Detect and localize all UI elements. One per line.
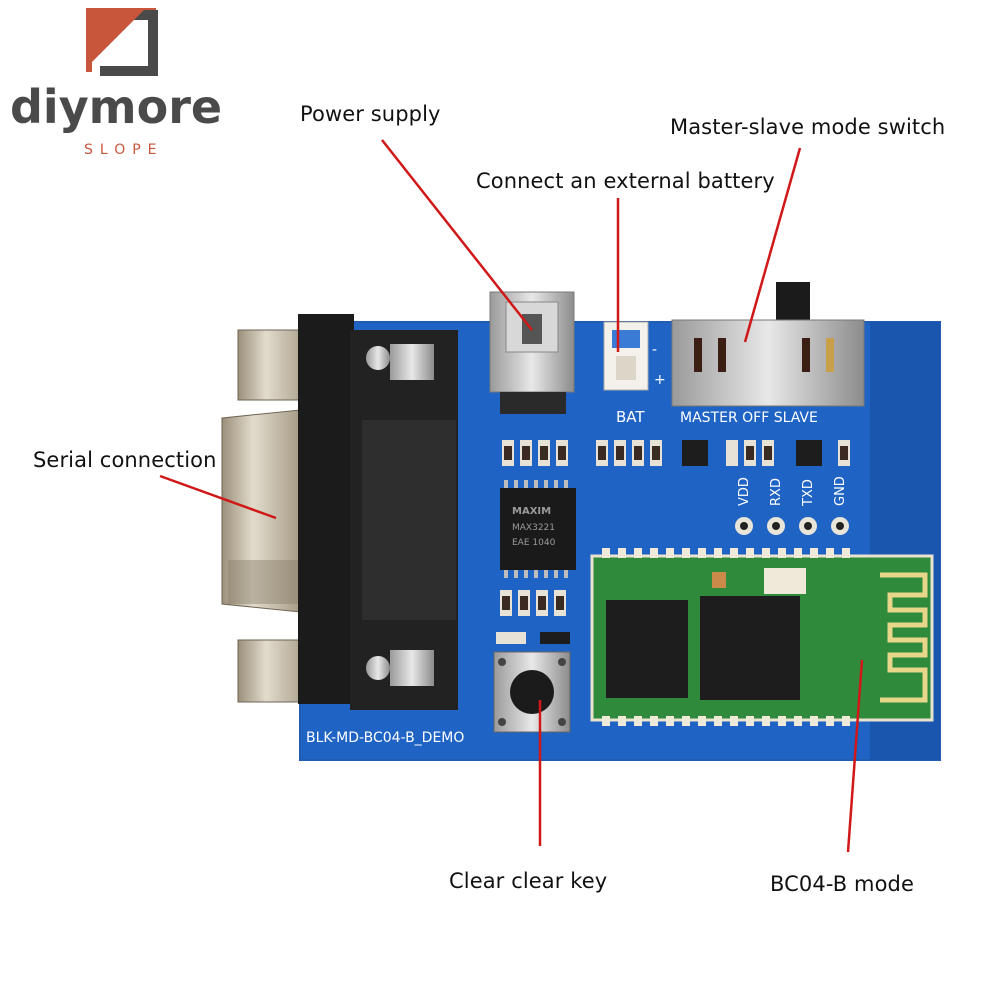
callout-serial-connection: Serial connection — [33, 448, 217, 472]
header-pins: VDD RXD TXD GND — [735, 476, 849, 535]
callout-external-battery: Connect an external battery — [476, 169, 775, 193]
pin-label-gnd: GND — [833, 476, 848, 506]
silk-demo-label: BLK-MD-BC04-B_DEMO — [306, 730, 464, 746]
leader-lines — [159, 139, 864, 853]
mode-slide-switch: MASTER OFF SLAVE — [671, 282, 865, 426]
chip-brand: MAXIM — [512, 506, 551, 517]
db9-serial-connector — [221, 314, 458, 710]
svg-text:+: + — [654, 372, 666, 388]
max3221-chip: MAXIM MAX3221 EAE 1040 — [500, 480, 576, 578]
pin-label-vdd: VDD — [737, 477, 752, 506]
bc04-bluetooth-module — [590, 548, 934, 726]
silk-bat: BAT — [616, 408, 645, 426]
chip-code: EAE 1040 — [512, 538, 556, 548]
leader-serial — [159, 474, 277, 520]
brand-name: diymore — [10, 80, 223, 134]
smd-components — [496, 440, 850, 644]
brand-subtitle: SLOPE — [84, 142, 164, 158]
mini-usb-port — [489, 291, 575, 414]
callout-bc04-mode: BC04-B mode — [770, 872, 914, 896]
pin-label-txd: TXD — [801, 479, 816, 507]
chip-model: MAX3221 — [512, 523, 555, 533]
callout-clear-key: Clear clear key — [449, 869, 608, 893]
callout-master-slave-switch: Master-slave mode switch — [670, 115, 946, 139]
leader-bc04 — [846, 659, 864, 853]
pin-label-rxd: RXD — [769, 478, 784, 506]
callout-power-supply: Power supply — [300, 102, 441, 126]
silk-switch: MASTER OFF SLAVE — [680, 410, 818, 426]
clear-key-button — [493, 651, 571, 733]
leader-master-slave — [743, 147, 802, 343]
svg-text:-: - — [652, 342, 657, 358]
leader-power-supply — [381, 139, 533, 331]
brand-logo-icon — [86, 8, 158, 78]
